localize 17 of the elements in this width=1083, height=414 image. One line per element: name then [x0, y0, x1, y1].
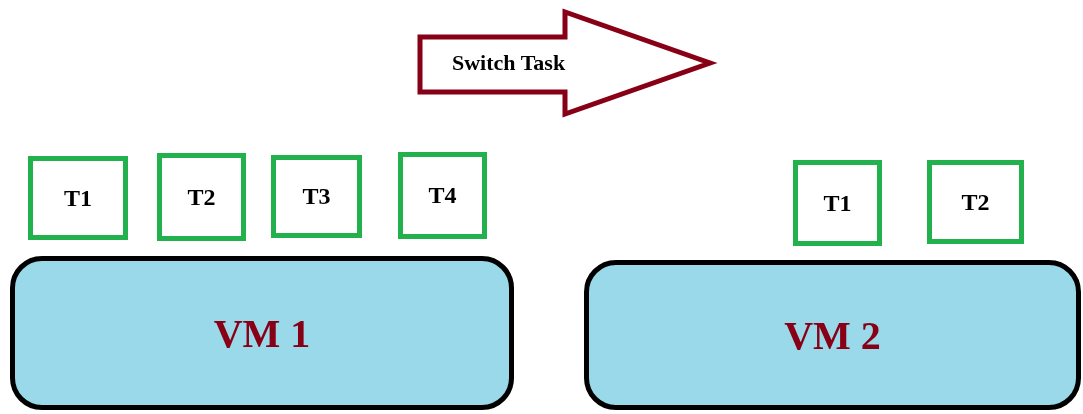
task-label: T1	[64, 184, 92, 212]
vm-box	[10, 256, 514, 410]
vm-label: VM 1	[213, 309, 311, 357]
vm-box	[584, 260, 1081, 410]
task-label: T2	[961, 188, 990, 216]
task-box	[28, 156, 128, 240]
vm-label: VM 2	[784, 311, 881, 359]
task-label: T1	[823, 189, 852, 217]
task-box	[271, 155, 362, 238]
task-label: T2	[187, 183, 216, 211]
task-box	[398, 152, 487, 239]
task-label: T4	[428, 182, 457, 209]
arrow-label: Switch Task	[452, 50, 566, 76]
task-box	[927, 160, 1024, 244]
task-box	[793, 160, 882, 246]
task-label: T3	[302, 183, 331, 210]
task-box	[157, 153, 246, 241]
